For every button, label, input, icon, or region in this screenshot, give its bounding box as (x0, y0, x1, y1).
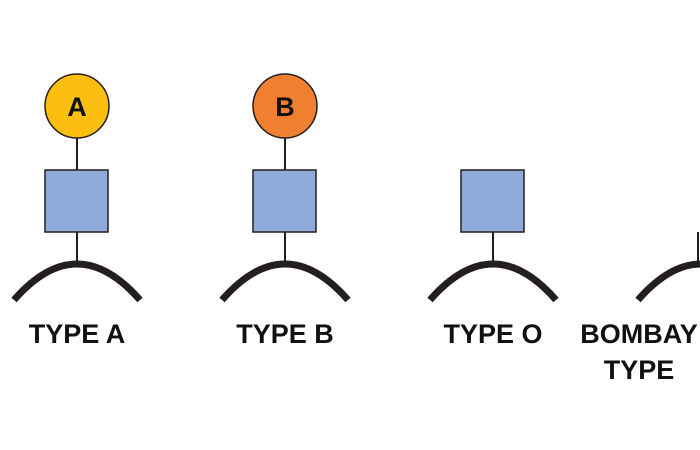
cell-bombay (635, 232, 700, 303)
h-antigen-square (44, 169, 109, 233)
cell-membrane-arc (427, 260, 559, 303)
cell-membrane-arc (219, 260, 351, 303)
label-type-b: TYPE B (236, 319, 334, 349)
antigen-a-circle (44, 73, 110, 139)
antigen-b-circle (252, 73, 318, 139)
antigen-b-letter: B (275, 92, 295, 122)
cell-type-b: B (219, 73, 351, 303)
cell-membrane-arc (635, 260, 700, 303)
h-antigen-square (460, 169, 525, 233)
antigen-a-letter: A (67, 92, 87, 122)
cell-type-a: A (11, 73, 143, 303)
label-type-o: TYPE O (443, 319, 543, 349)
label-type-a: TYPE A (28, 319, 126, 349)
label-bombay-line1: BOMBAY (580, 319, 698, 349)
cell-membrane-arc (11, 260, 143, 303)
h-antigen-square (252, 169, 317, 233)
label-bombay-line2: TYPE (603, 355, 675, 385)
cell-type-o (427, 169, 559, 303)
